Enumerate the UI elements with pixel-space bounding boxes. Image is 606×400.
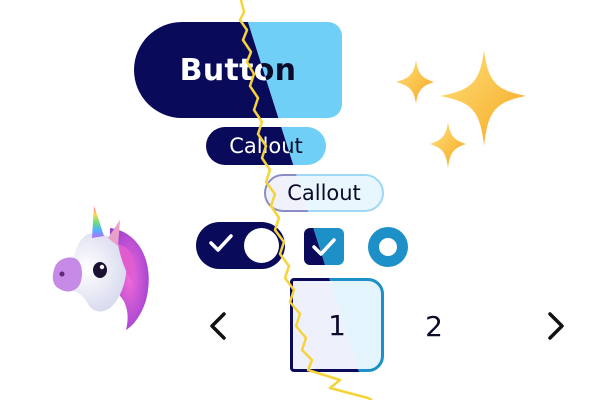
pagination-next-button-alt[interactable] bbox=[538, 306, 572, 346]
pagination-prev-button[interactable] bbox=[202, 306, 236, 346]
check-icon bbox=[209, 234, 233, 252]
sparkles-icon bbox=[396, 50, 526, 168]
radio-dot bbox=[379, 238, 397, 256]
page-2-number-alt: 2 bbox=[425, 309, 443, 343]
toggle-switch[interactable] bbox=[196, 222, 285, 269]
chevron-left-icon bbox=[210, 312, 226, 340]
radio-button[interactable] bbox=[368, 227, 408, 267]
pagination-page-2-alt[interactable]: 2 bbox=[416, 306, 452, 346]
toggle-knob bbox=[244, 228, 279, 263]
unicorn-icon bbox=[52, 206, 149, 330]
chevron-right-alt-icon bbox=[548, 312, 564, 340]
